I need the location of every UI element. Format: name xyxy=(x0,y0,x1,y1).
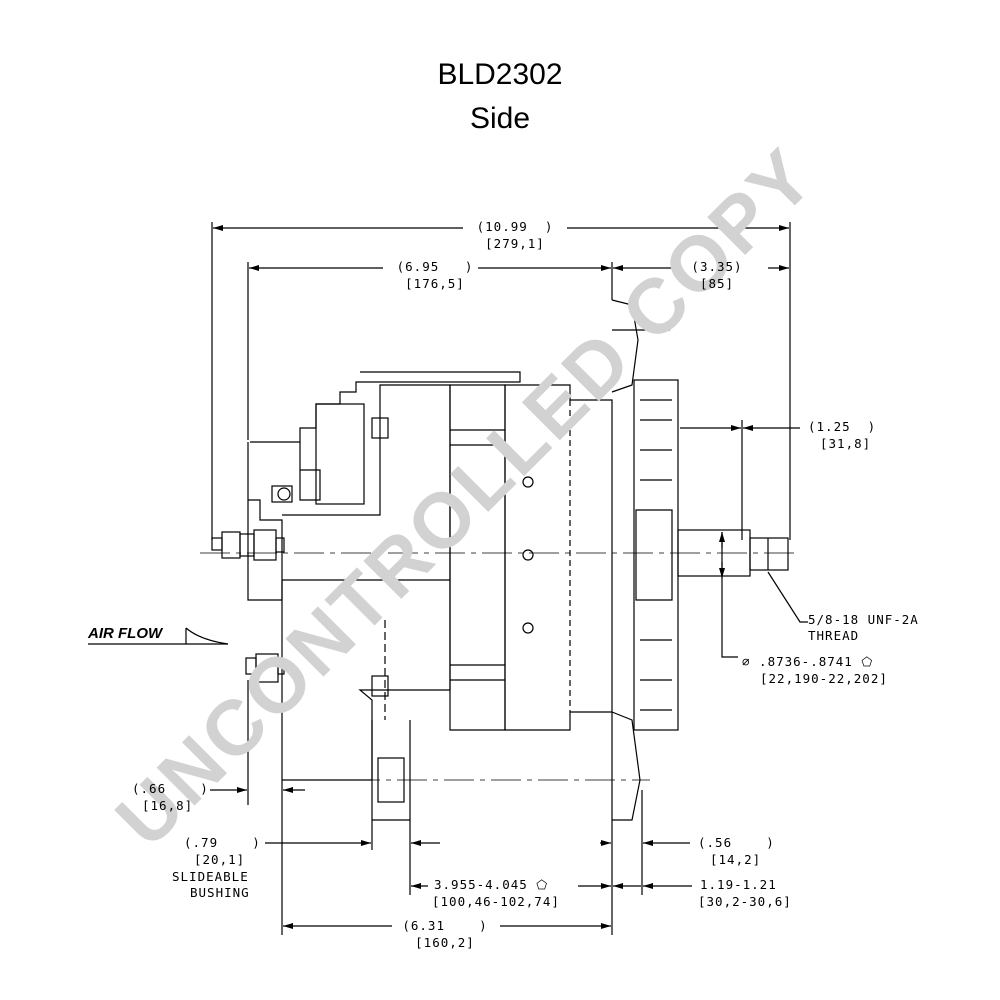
drawing-title: BLD2302 xyxy=(437,58,563,91)
overall-mm: [279,1] xyxy=(485,236,545,251)
drawing-subtitle: Side xyxy=(469,102,531,135)
diameter-mm: [22,190-22,202] xyxy=(760,671,888,686)
shaft-inch: (1.25 ) xyxy=(808,419,877,434)
base-inch: (6.31 ) xyxy=(402,918,488,933)
foot-offset-mm: [16,8] xyxy=(142,798,194,813)
flange-inch: 1.19-1.21 xyxy=(700,877,777,892)
base-mm: [160,2] xyxy=(415,935,475,950)
foot-offset-inch: (.66 ) xyxy=(132,781,209,796)
overall-inch: (10.99 ) xyxy=(476,219,554,234)
thread-label: THREAD xyxy=(808,628,860,643)
shaft-mm: [31,8] xyxy=(820,436,872,451)
bushing-label-1: SLIDEABLE xyxy=(172,869,249,884)
bushing-inch: (.79 ) xyxy=(184,835,261,850)
front-inch: (3.35) xyxy=(691,259,743,274)
diameter-inch: ∅ .8736-.8741 ⬠ xyxy=(742,654,874,669)
pulley-width-inch: (.56 ) xyxy=(698,835,775,850)
pulley-width-mm: [14,2] xyxy=(710,852,762,867)
bushing-mm: [20,1] xyxy=(194,852,246,867)
mount-span-inch: 3.955-4.045 ⬠ xyxy=(434,877,549,892)
front-mm: [85] xyxy=(699,276,735,291)
bushing-label-2: BUSHING xyxy=(190,885,250,900)
mount-span-mm: [100,46-102,74] xyxy=(432,894,560,909)
airflow-label: AIR FLOW xyxy=(88,625,163,642)
body-mm: [176,5] xyxy=(405,276,465,291)
thread-spec: 5/8-18 UNF-2A xyxy=(808,612,919,627)
body-inch: (6.95 ) xyxy=(396,259,474,274)
flange-mm: [30,2-30,6] xyxy=(698,894,792,909)
